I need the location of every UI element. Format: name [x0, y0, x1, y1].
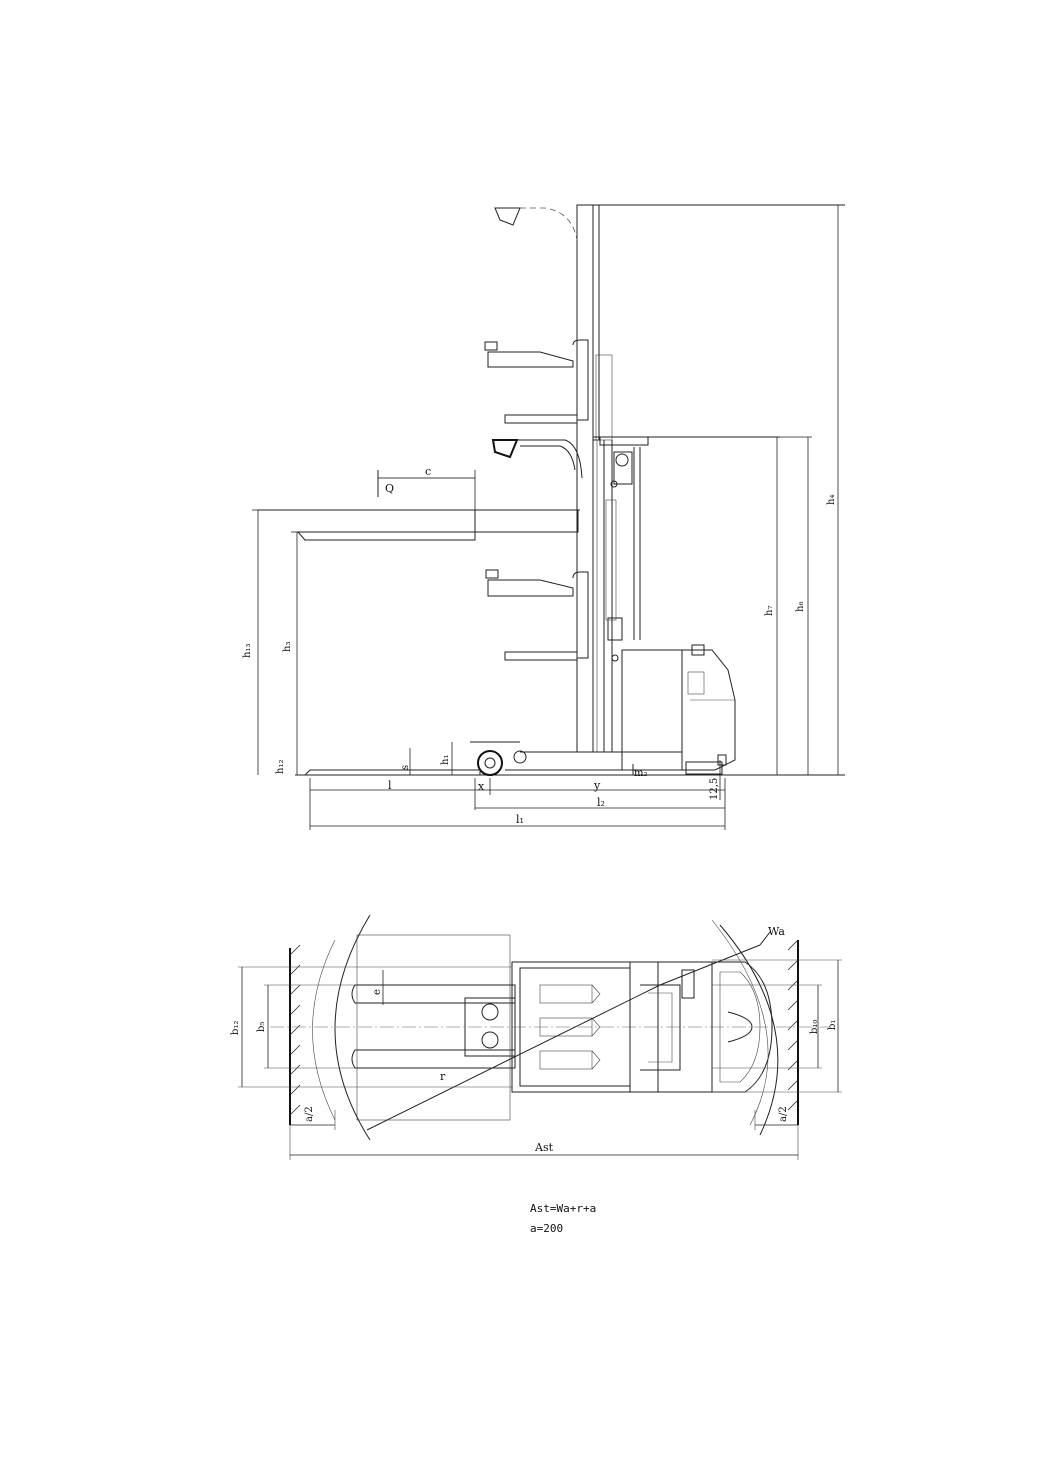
formula: Ast=Wa+r+a a=200 [530, 1202, 596, 1235]
dim-l2: l₂ [475, 778, 726, 830]
label-e: e [372, 989, 383, 995]
wall-right [787, 939, 799, 1125]
dim-b10: b₁₀ [712, 984, 822, 1069]
label-b12: b₁₂ [230, 1021, 241, 1035]
dim-Ast: Ast [289, 1125, 799, 1160]
label-x: x [478, 780, 485, 793]
dim-h7: h₇ [764, 437, 778, 775]
dim-12-5: 12,5 [709, 760, 721, 800]
label-a-right: a/2 [778, 1106, 789, 1122]
label-h6: h₆ [795, 602, 806, 612]
platform-top-position [494, 204, 845, 241]
formula-line-2: a=200 [530, 1222, 563, 1235]
dim-l: l [309, 778, 476, 830]
lowered-forks [303, 750, 682, 776]
label-l1: l₁ [516, 813, 524, 826]
label-a-left: a/2 [304, 1106, 315, 1122]
label-h3: h₃ [282, 642, 293, 652]
mast [576, 204, 641, 753]
dim-b12: b₁₂ [230, 966, 512, 1088]
label-b5: b₅ [256, 1022, 267, 1032]
label-m2: m₂ [634, 768, 648, 779]
label-h13: h₁₃ [242, 644, 253, 658]
treads [539, 984, 601, 1070]
label-b10: b₁₀ [809, 1020, 820, 1034]
radius-lines: r Wa [366, 925, 785, 1131]
dim-s: s h₁ [400, 742, 453, 775]
label-l: l [388, 779, 392, 792]
wall-left [289, 944, 301, 1125]
dim-e: e [372, 970, 384, 1005]
platform-lifted [491, 436, 780, 485]
platform-low-position [485, 569, 589, 661]
dim-l1: l₁ [310, 813, 725, 827]
label-h4: h₄ [826, 495, 837, 505]
label-l2: l₂ [597, 796, 605, 809]
chassis [470, 644, 736, 775]
label-y: y [593, 779, 601, 792]
dim-a-left: a/2 [290, 1106, 336, 1130]
top-view: r Wa b₁₂ b₅ e b₁₀ [230, 914, 842, 1160]
label-c: c [425, 465, 431, 478]
dim-h3: h₃ h₁₂ [275, 531, 303, 775]
label-Wa: Wa [768, 925, 785, 938]
label-h12: h₁₂ [275, 760, 286, 774]
dim-a-right: a/2 [754, 1106, 798, 1130]
label-s: s [400, 765, 411, 770]
forks-lifted [258, 477, 580, 541]
dim-h13: h₁₃ [242, 509, 264, 775]
label-Ast: Ast [534, 1141, 554, 1154]
dim-b5: b₅ [256, 984, 355, 1069]
label-12-5: 12,5 [709, 778, 720, 800]
load-center: Q c [377, 465, 476, 510]
forks-top [351, 984, 516, 1069]
formula-line-1: Ast=Wa+r+a [530, 1202, 596, 1215]
label-b1: b₁ [827, 1020, 838, 1030]
label-h1-small: h₁ [440, 755, 451, 765]
pallet-outline [356, 934, 511, 1121]
dim-x-y: x y m₂ [475, 768, 725, 795]
dim-h6: h₆ [780, 436, 812, 775]
label-h7: h₇ [764, 606, 775, 616]
label-r: r [440, 1070, 446, 1083]
turning-arcs [312, 914, 779, 1141]
side-view: h₁₃ h₃ h₁₂ Q c s h₁ h₇ [242, 204, 845, 830]
dim-h4: h₄ [826, 205, 839, 775]
platform-mid-position [484, 339, 589, 424]
dim-b1: b₁ [712, 959, 842, 1093]
label-Q: Q [385, 482, 394, 495]
